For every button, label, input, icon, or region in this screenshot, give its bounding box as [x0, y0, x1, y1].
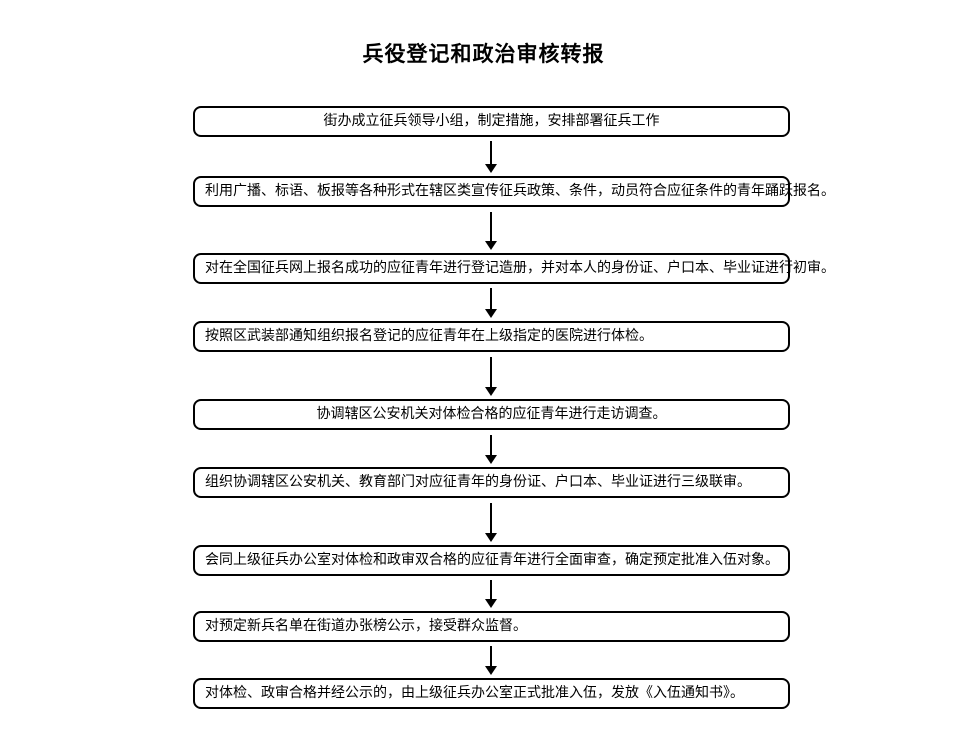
flow-step-5-label: 协调辖区公安机关对体检合格的应征青年进行走访调查。: [316, 406, 667, 422]
flow-step-8: 对预定新兵名单在街道办张榜公示，接受群众监督。: [193, 611, 790, 642]
flow-step-9-label: 对体检、政审合格并经公示的，由上级征兵办公室正式批准入伍，发放《入伍通知书》。: [205, 685, 744, 701]
arrow-head: [485, 164, 497, 173]
arrow-head: [485, 241, 497, 250]
arrow-shaft: [490, 357, 492, 387]
flow-step-7: 会同上级征兵办公室对体检和政审双合格的应征青年进行全面审查，确定预定批准入伍对象…: [193, 545, 790, 576]
flowchart-title: 兵役登记和政治审核转报: [362, 42, 605, 66]
flow-step-4-label: 按照区武装部通知组织报名登记的应征青年在上级指定的医院进行体检。: [205, 328, 653, 344]
down-arrow-icon: [485, 646, 497, 675]
arrow-shaft: [490, 212, 492, 241]
arrow-shaft: [490, 503, 492, 533]
flow-step-4: 按照区武装部通知组织报名登记的应征青年在上级指定的医院进行体检。: [193, 321, 790, 352]
flow-step-1: 街办成立征兵领导小组，制定措施，安排部署征兵工作: [193, 106, 790, 137]
flow-step-5: 协调辖区公安机关对体检合格的应征青年进行走访调查。: [193, 399, 790, 430]
arrow-head: [485, 666, 497, 675]
down-arrow-icon: [485, 503, 497, 542]
arrow-shaft: [490, 580, 492, 599]
arrow-shaft: [490, 435, 492, 455]
flow-step-8-label: 对预定新兵名单在街道办张榜公示，接受群众监督。: [205, 618, 527, 634]
arrow-head: [485, 387, 497, 396]
down-arrow-icon: [485, 580, 497, 608]
flow-step-6: 组织协调辖区公安机关、教育部门对应征青年的身份证、户口本、毕业证进行三级联审。: [193, 467, 790, 498]
down-arrow-icon: [485, 141, 497, 173]
arrow-shaft: [490, 288, 492, 309]
flow-step-3-label: 对在全国征兵网上报名成功的应征青年进行登记造册，并对本人的身份证、户口本、毕业证…: [205, 260, 835, 276]
flow-step-6-label: 组织协调辖区公安机关、教育部门对应征青年的身份证、户口本、毕业证进行三级联审。: [205, 474, 751, 490]
flow-step-1-label: 街办成立征兵领导小组，制定措施，安排部署征兵工作: [323, 113, 660, 129]
arrow-head: [485, 455, 497, 464]
down-arrow-icon: [485, 435, 497, 464]
down-arrow-icon: [485, 357, 497, 396]
flow-step-9: 对体检、政审合格并经公示的，由上级征兵办公室正式批准入伍，发放《入伍通知书》。: [193, 678, 790, 709]
flow-step-7-label: 会同上级征兵办公室对体检和政审双合格的应征青年进行全面审查，确定预定批准入伍对象…: [205, 552, 779, 568]
arrow-shaft: [490, 141, 492, 164]
flow-step-3: 对在全国征兵网上报名成功的应征青年进行登记造册，并对本人的身份证、户口本、毕业证…: [193, 253, 835, 284]
flow-step-2: 利用广播、标语、板报等各种形式在辖区类宣传征兵政策、条件，动员符合应征条件的青年…: [193, 176, 835, 207]
arrow-head: [485, 599, 497, 608]
arrow-shaft: [490, 646, 492, 666]
down-arrow-icon: [485, 212, 497, 250]
flow-step-2-label: 利用广播、标语、板报等各种形式在辖区类宣传征兵政策、条件，动员符合应征条件的青年…: [205, 183, 835, 199]
arrow-head: [485, 533, 497, 542]
arrow-head: [485, 309, 497, 318]
down-arrow-icon: [485, 288, 497, 318]
